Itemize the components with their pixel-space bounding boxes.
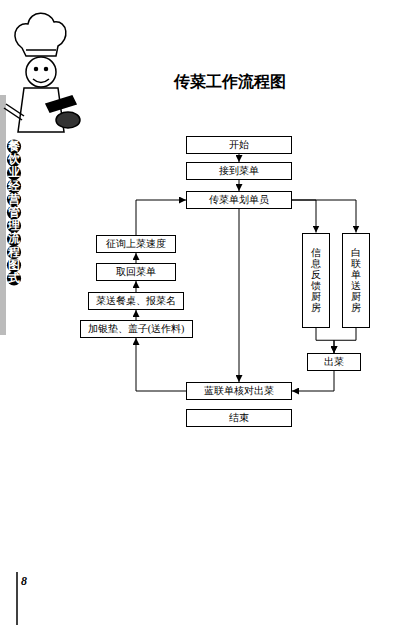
chopsticks xyxy=(6,104,24,116)
diagram-title: 传菜工作流程图 xyxy=(174,72,286,93)
pot xyxy=(56,112,80,128)
process-box: 开始 xyxy=(186,136,292,154)
flow-arrow xyxy=(136,281,137,292)
chef-smile xyxy=(33,79,49,83)
chef-hat xyxy=(15,13,66,56)
node-text: 菜送餐桌、报菜名 xyxy=(95,295,177,307)
node-text: 白联单送厨房 xyxy=(351,247,361,313)
flow-arrow xyxy=(334,328,356,354)
flow-arrow xyxy=(292,200,356,233)
node-text: 结束 xyxy=(193,412,285,424)
process-box: 传菜单划单员 xyxy=(186,191,292,209)
node-text: 征询上菜速度 xyxy=(103,238,169,250)
hat-band xyxy=(26,49,56,51)
flow-arrow xyxy=(136,200,186,235)
node-text: 信息反馈厨房 xyxy=(311,247,321,313)
letter-circles xyxy=(7,140,21,286)
flow-arrow xyxy=(239,209,240,382)
node-text: 开始 xyxy=(193,139,285,151)
flow-arrow xyxy=(136,338,186,391)
page-rule xyxy=(16,572,18,625)
process-box: 菜送餐桌、报菜名 xyxy=(88,292,184,310)
process-box: 加银垫、盖子(送作料) xyxy=(80,320,193,338)
chef-arm xyxy=(46,96,76,112)
flow-arrow xyxy=(136,310,137,320)
node-text: 传菜单划单员 xyxy=(193,194,285,206)
process-box: 取回菜单 xyxy=(96,263,176,281)
vertical-process-box: 信息反馈厨房 xyxy=(302,233,330,328)
side-band xyxy=(0,95,6,335)
node-text: 加银垫、盖子(送作料) xyxy=(87,323,186,335)
flow-arrow xyxy=(239,180,240,191)
node-text: 接到菜单 xyxy=(193,165,285,177)
page-number: 8 xyxy=(21,574,27,589)
flow-arrow xyxy=(316,328,334,354)
node-text: 取回菜单 xyxy=(103,266,169,278)
vertical-process-box: 白联单送厨房 xyxy=(342,233,370,328)
process-box: 征询上菜速度 xyxy=(96,235,176,253)
flow-arrow xyxy=(292,200,316,233)
chopsticks xyxy=(4,108,22,120)
process-box: 蓝联单核对出菜 xyxy=(186,382,292,400)
process-box: 结束 xyxy=(186,409,292,427)
chef-eye xyxy=(45,68,48,71)
process-box: 出菜 xyxy=(307,353,361,371)
flow-arrow xyxy=(292,371,334,391)
chef-face xyxy=(26,57,56,87)
flow-arrow xyxy=(136,253,137,263)
side-title: 餐饮业经营管理流程图式 xyxy=(8,140,20,285)
node-text: 出菜 xyxy=(314,356,354,368)
chef-cartoon xyxy=(4,13,80,132)
node-text: 蓝联单核对出菜 xyxy=(193,385,285,397)
chef-eye xyxy=(35,68,38,71)
flow-arrow xyxy=(239,154,240,162)
process-box: 接到菜单 xyxy=(186,162,292,180)
